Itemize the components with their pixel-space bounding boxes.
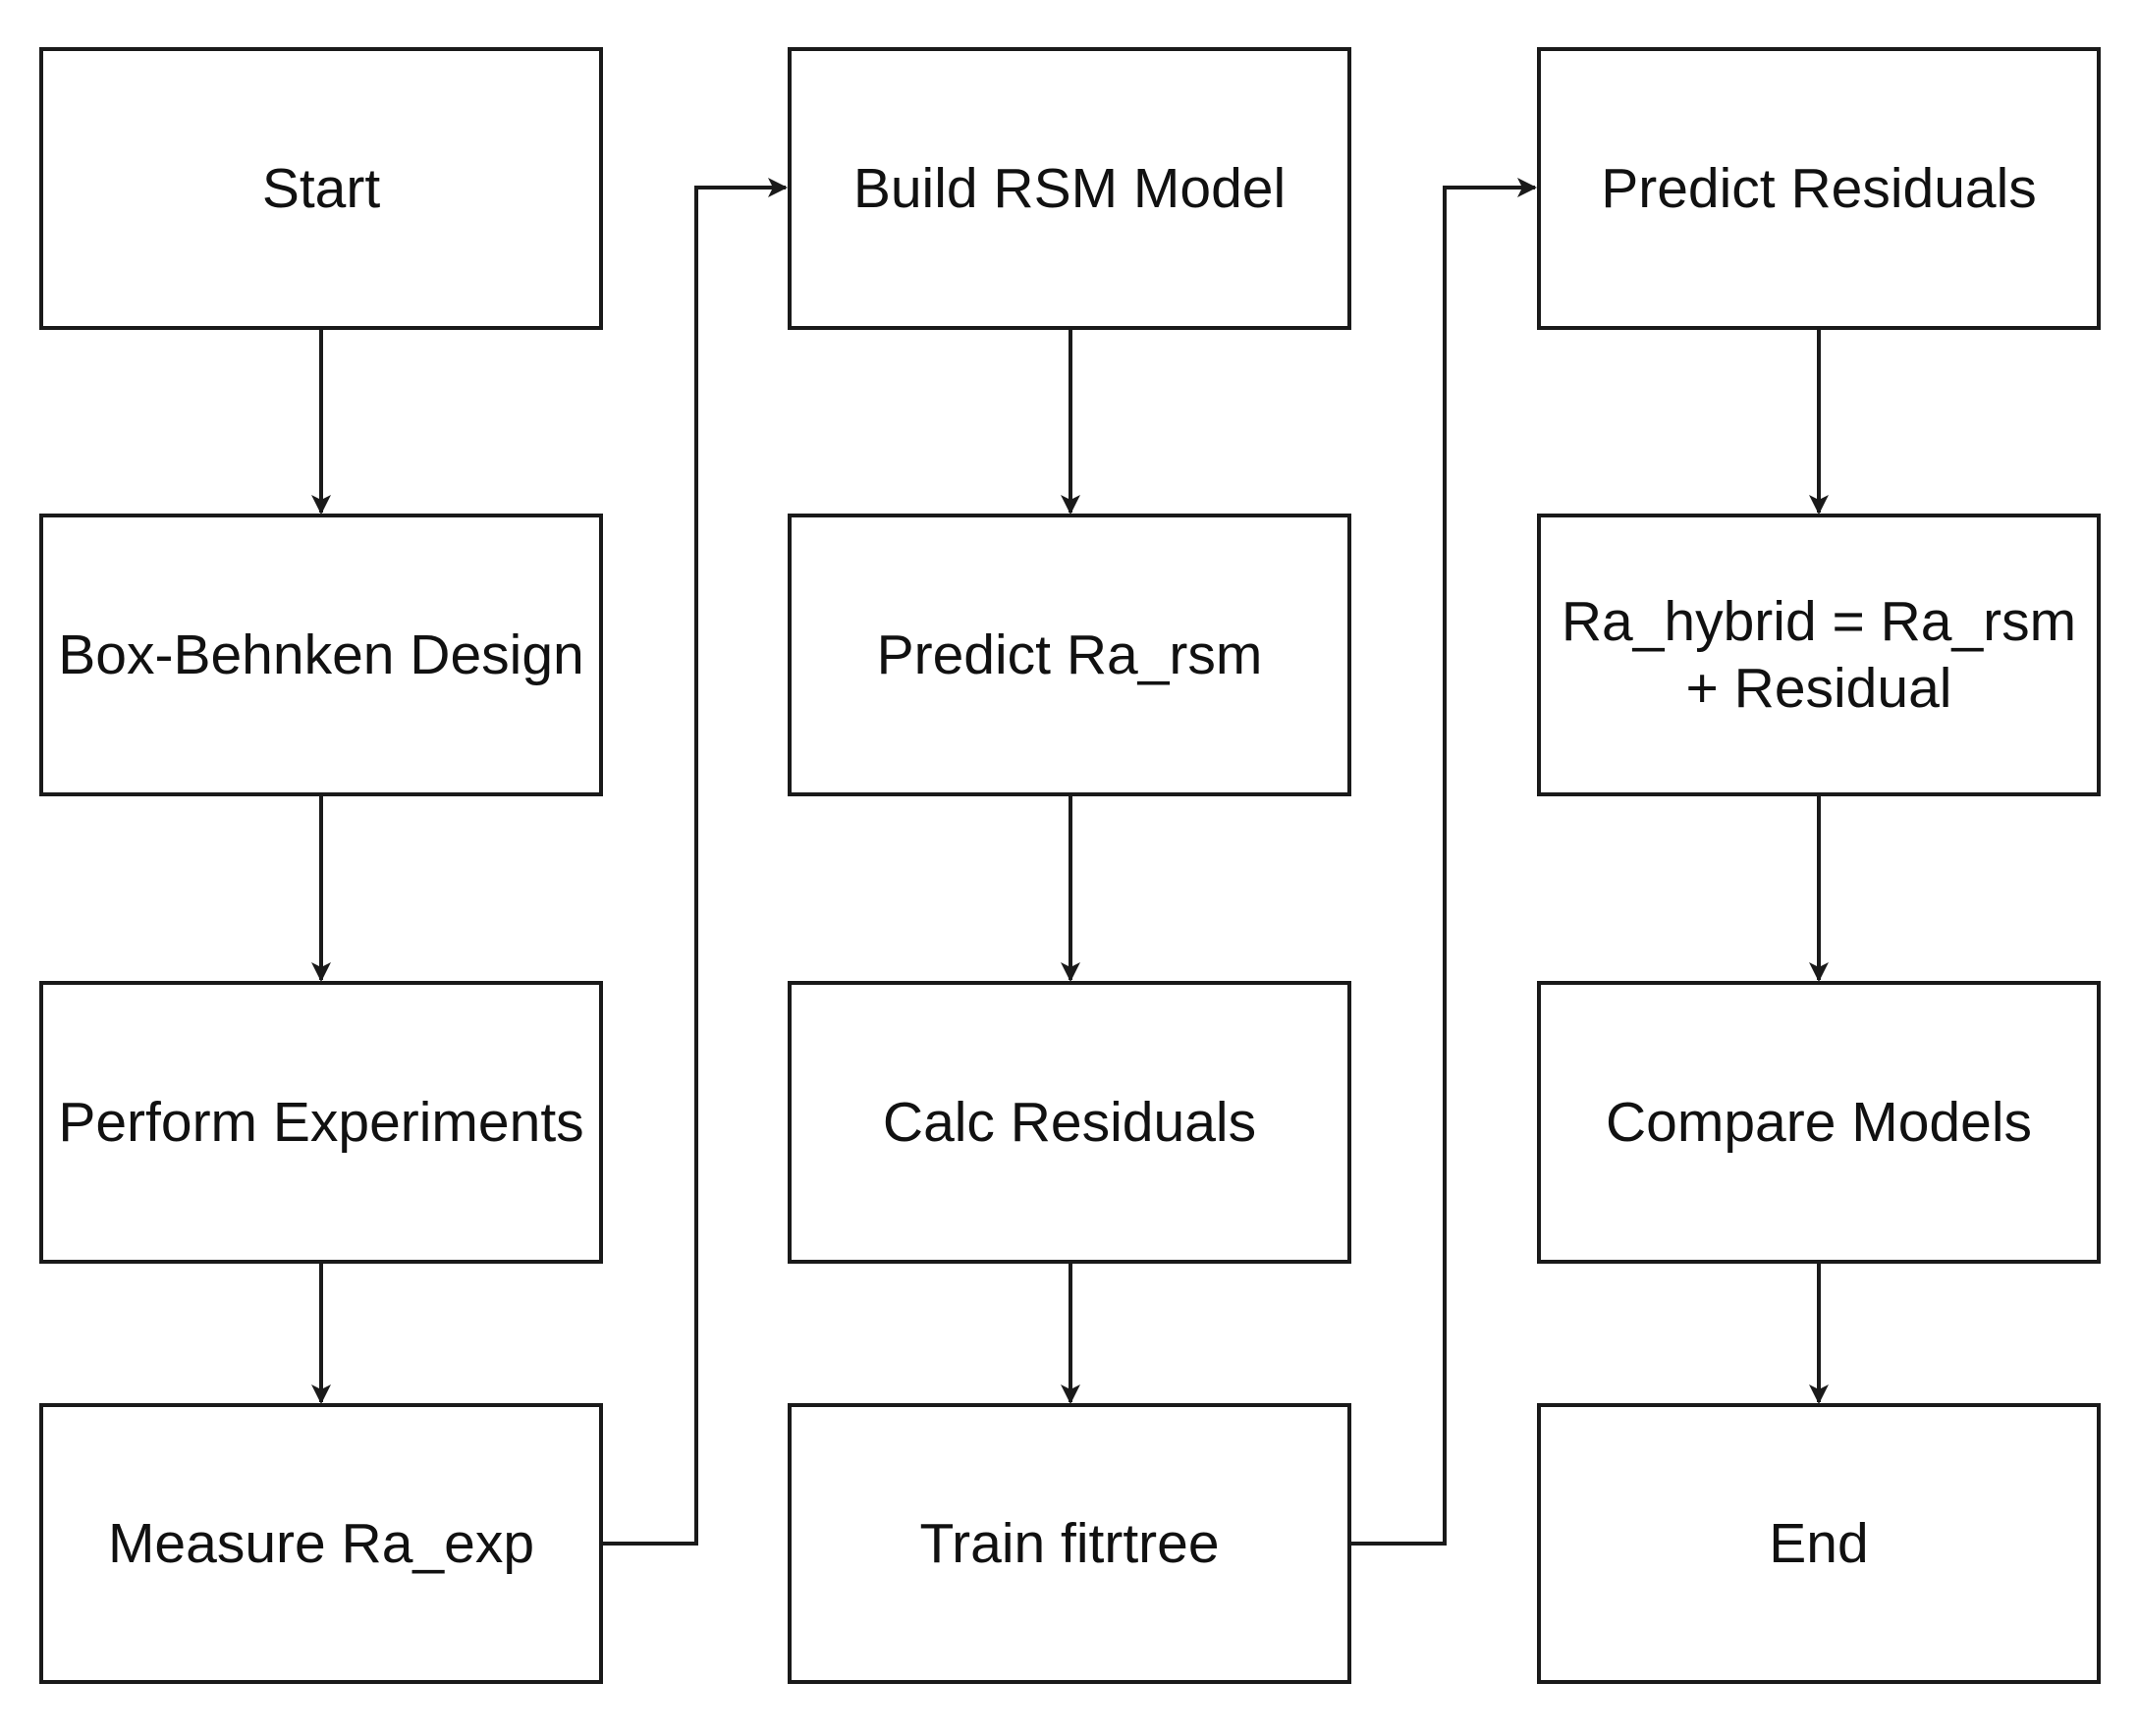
step-label: Perform Experiments (58, 1090, 584, 1154)
step-perform-experiments: Perform Experiments (39, 981, 603, 1264)
step-train-fitrtree: Train fitrtree (788, 1403, 1351, 1684)
step-label-line2: + Residual (1685, 657, 1952, 720)
step-label: Predict Ra_rsm (876, 623, 1263, 686)
step-build-rsm-model: Build RSM Model (788, 47, 1351, 330)
step-label: Calc Residuals (882, 1090, 1257, 1154)
step-predict-ra-rsm: Predict Ra_rsm (788, 514, 1351, 796)
step-calc-residuals: Calc Residuals (788, 981, 1351, 1264)
step-label: Build RSM Model (852, 156, 1287, 220)
step-label: Box-Behnken Design (58, 623, 584, 686)
step-predict-residuals: Predict Residuals (1537, 47, 2101, 330)
step-label: Compare Models (1605, 1090, 2032, 1154)
arrow-measure-to-build-rsm (603, 178, 788, 1546)
step-end: End (1537, 1403, 2101, 1684)
step-measure-ra-exp: Measure Ra_exp (39, 1403, 603, 1684)
step-label: Measure Ra_exp (107, 1511, 535, 1575)
step-label: Ra_hybrid = Ra_rsm (1561, 589, 2077, 653)
step-label: Predict Residuals (1601, 156, 2037, 220)
step-start: Start (39, 47, 603, 330)
step-ra-hybrid: Ra_hybrid = Ra_rsm + Residual (1537, 514, 2101, 796)
step-label: Start (261, 156, 381, 220)
step-label: End (1769, 1511, 1869, 1575)
step-compare-models: Compare Models (1537, 981, 2101, 1264)
step-label: Train fitrtree (919, 1511, 1220, 1575)
arrow-train-to-predict-residuals (1351, 178, 1537, 1546)
step-box-behnken-design: Box-Behnken Design (39, 514, 603, 796)
